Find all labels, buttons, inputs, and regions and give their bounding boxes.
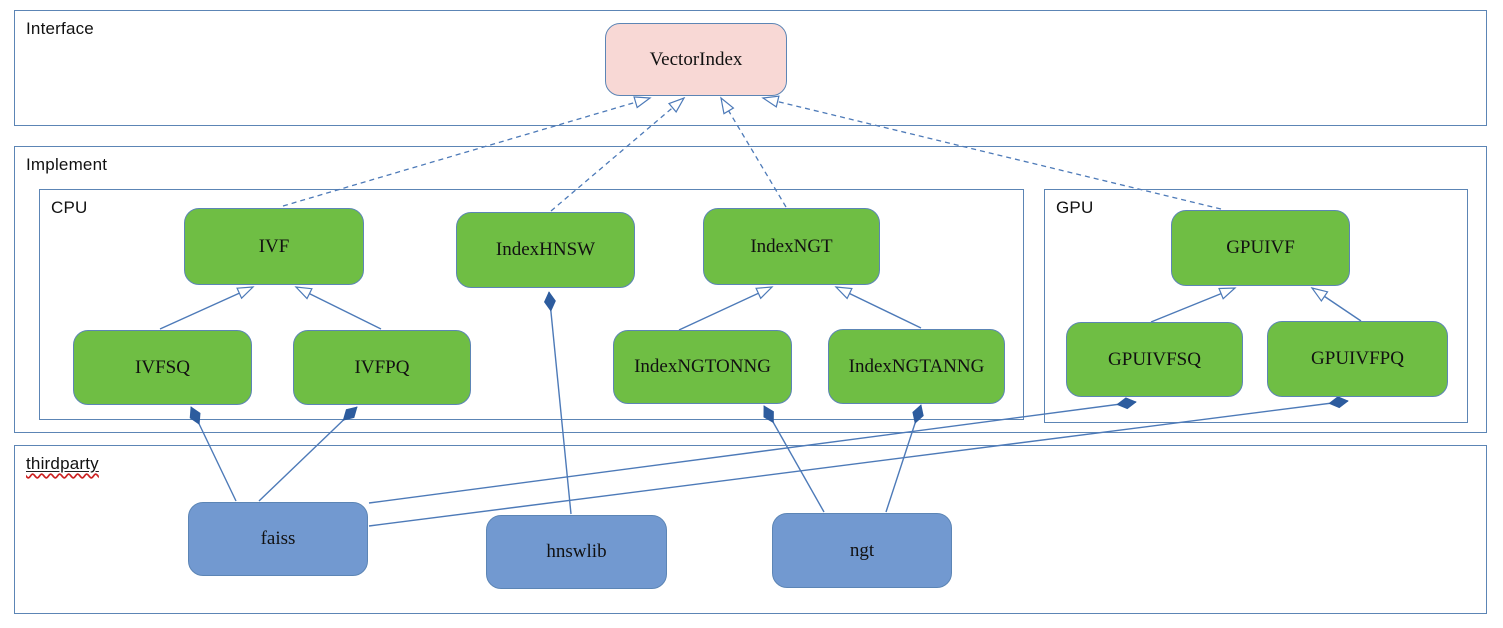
node-gpuivfpq-label: GPUIVFPQ xyxy=(1311,348,1404,369)
node-indexngtonng-label: IndexNGTONNG xyxy=(634,356,771,377)
node-ivfsq: IVFSQ xyxy=(73,330,252,405)
node-indexngtanng: IndexNGTANNG xyxy=(828,329,1005,404)
node-indexhnsw: IndexHNSW xyxy=(456,212,635,288)
node-indexngt-label: IndexNGT xyxy=(750,235,833,257)
node-hnswlib-label: hnswlib xyxy=(546,541,607,562)
node-gpuivfsq-label: GPUIVFSQ xyxy=(1108,348,1201,370)
node-indexngtanng-label: IndexNGTANNG xyxy=(848,355,985,377)
node-gpuivfpq: GPUIVFPQ xyxy=(1267,321,1448,397)
node-gpuivf-label: GPUIVF xyxy=(1226,237,1295,258)
node-ivfsq-label: IVFSQ xyxy=(135,356,190,378)
node-indexhnsw-label: IndexHNSW xyxy=(495,239,596,260)
node-gpuivf: GPUIVF xyxy=(1171,210,1350,286)
node-ivf: IVF xyxy=(184,208,364,285)
node-ngt: ngt xyxy=(772,513,952,588)
node-faiss: faiss xyxy=(188,502,368,576)
node-indexngt: IndexNGT xyxy=(703,208,880,285)
node-indexngtonng: IndexNGTONNG xyxy=(613,330,792,404)
implement-container-label: Implement xyxy=(26,155,108,174)
node-vectorindex: VectorIndex xyxy=(605,23,787,96)
interface-container-label: Interface xyxy=(26,19,94,38)
node-ngt-label: ngt xyxy=(849,539,875,561)
node-faiss-label: faiss xyxy=(260,528,296,549)
node-ivf-label: IVF xyxy=(258,235,290,257)
cpu-container-label: CPU xyxy=(51,198,88,217)
node-vectorindex-label: VectorIndex xyxy=(649,48,743,70)
node-ivfpq: IVFPQ xyxy=(293,330,471,405)
gpu-container-label: GPU xyxy=(1056,198,1094,217)
thirdparty-label-text: thirdparty xyxy=(26,454,99,473)
thirdparty-container-label: thirdparty xyxy=(26,454,99,474)
node-hnswlib: hnswlib xyxy=(486,515,667,589)
node-ivfpq-label: IVFPQ xyxy=(354,356,410,378)
node-gpuivfsq: GPUIVFSQ xyxy=(1066,322,1243,397)
